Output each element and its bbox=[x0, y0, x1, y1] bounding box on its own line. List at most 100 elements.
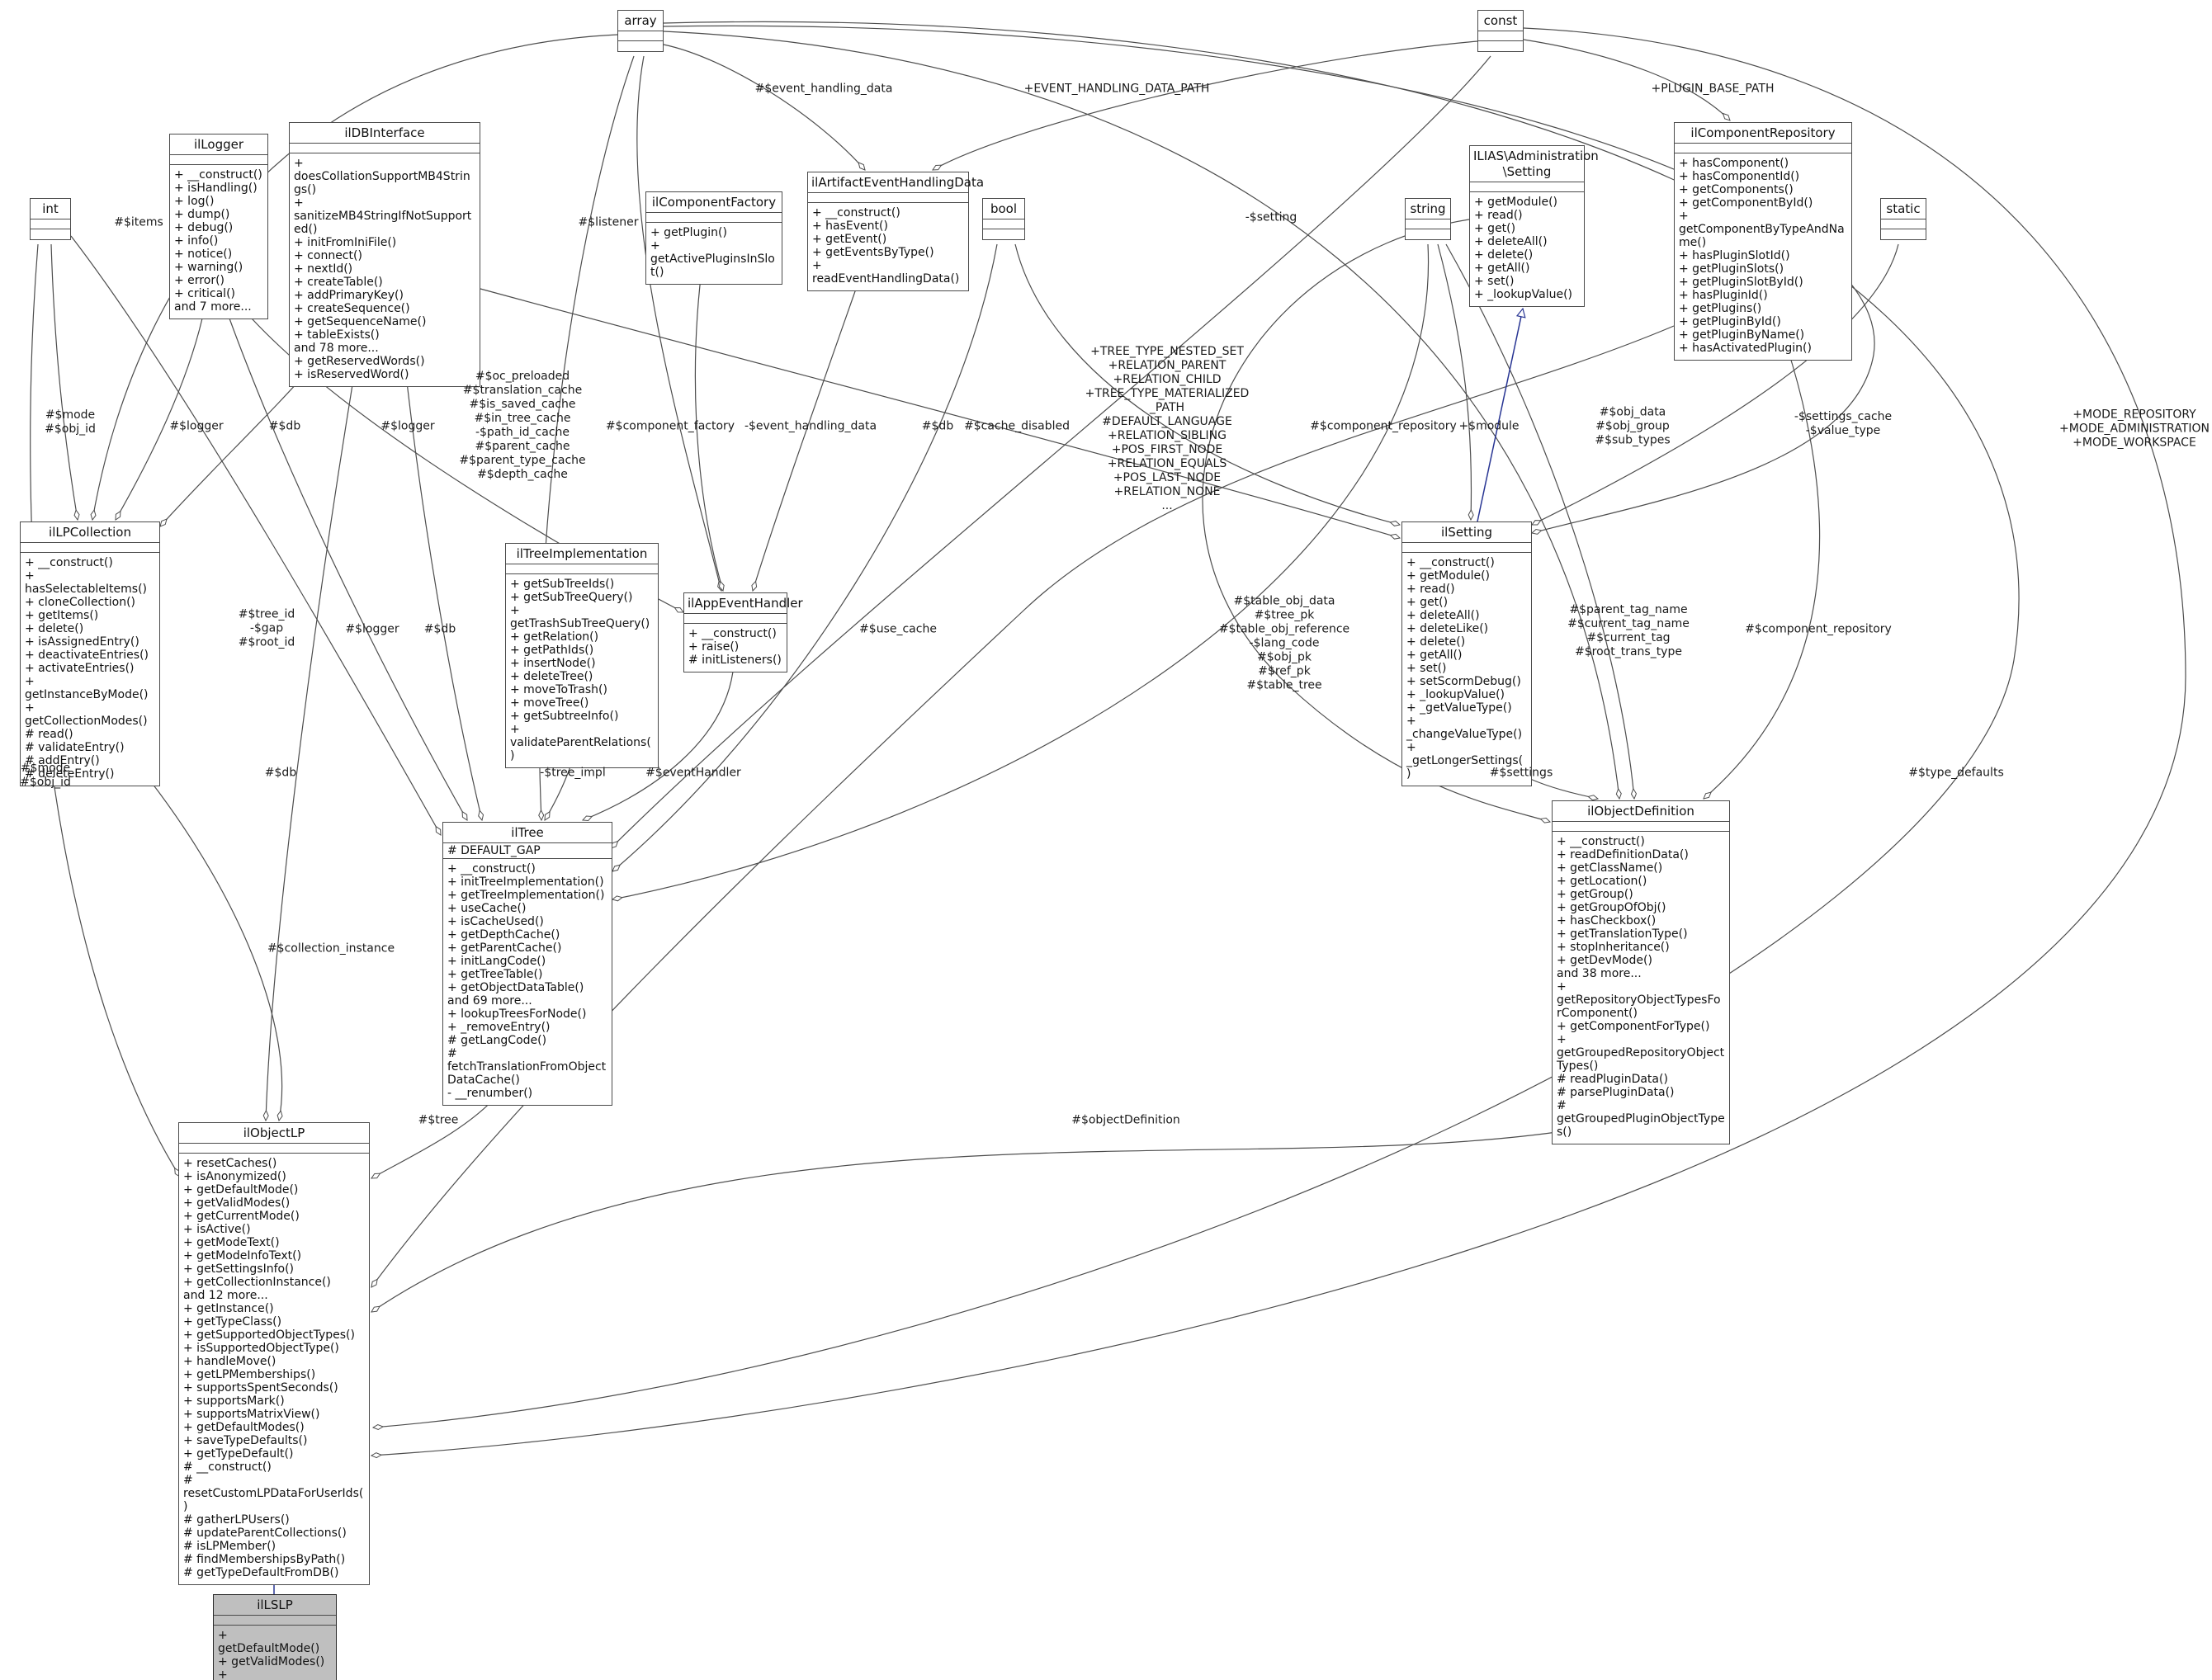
class-name-il-setting: ilSetting bbox=[1402, 522, 1531, 543]
method: + delete() bbox=[1406, 635, 1466, 649]
method: + _getLongerSettings() bbox=[1406, 741, 1524, 781]
method: + __construct() bbox=[812, 206, 900, 219]
class-il-component-factory[interactable]: ilComponentFactory+ getPlugin()+ getActi… bbox=[645, 191, 782, 285]
class-attrs-il-component-repository bbox=[1675, 144, 1851, 153]
method: + getPluginSlots() bbox=[1679, 262, 1784, 276]
class-il-tree[interactable]: ilTree# DEFAULT_GAP + __construct() + init… bbox=[442, 822, 612, 1106]
method: + _changeValueType() bbox=[1406, 715, 1523, 741]
class-array[interactable]: array bbox=[617, 10, 664, 52]
class-methods-ilias-administration-setting: + getModule()+ read()+ get()+ deleteAll(… bbox=[1470, 192, 1584, 306]
method: + __construct() bbox=[447, 862, 536, 875]
method: + getGroup() bbox=[1557, 888, 1633, 901]
class-name-il-artifact-event-handling-data: ilArtifactEventHandlingData bbox=[808, 172, 984, 193]
class-name-il-tree: ilTree bbox=[443, 823, 612, 843]
class-attrs-ilias-administration-setting bbox=[1470, 182, 1584, 192]
method: + getSupportedObjectTypes() bbox=[183, 1328, 355, 1342]
class-methods-il-component-repository: + hasComponent()+ hasComponentId()+ getC… bbox=[1675, 153, 1851, 360]
class-methods-il-tree-implementation: + getSubTreeIds()+ getSubTreeQuery()+ ge… bbox=[506, 574, 658, 767]
class-il-component-repository[interactable]: ilComponentRepository + hasComponent()+ h… bbox=[1674, 122, 1852, 361]
method: + moveToTrash() bbox=[510, 683, 607, 696]
class-il-app-event-handler[interactable]: ilAppEventHandler+ __construct()+ raise(… bbox=[683, 592, 803, 672]
class-int[interactable]: int bbox=[30, 198, 71, 240]
class-attrs-const bbox=[1478, 31, 1523, 41]
method: + getInstance() bbox=[183, 1302, 274, 1315]
edge-il-component-repository-to-il-object-definition bbox=[1704, 346, 1821, 799]
method: # addEntry() bbox=[25, 754, 100, 767]
edge-string-to-il-setting bbox=[1437, 243, 1472, 520]
class-methods-il-lslp: + getDefaultMode()+ getValidModes()+ get… bbox=[214, 1626, 336, 1680]
method: + initLangCode() bbox=[447, 955, 546, 968]
class-il-setting[interactable]: ilSetting+ __construct()+ getModule()+ r… bbox=[1401, 521, 1532, 786]
class-ilias-administration-setting[interactable]: ILIAS\Administration \Setting+ getModule… bbox=[1469, 145, 1599, 307]
class-name-array: array bbox=[618, 11, 663, 31]
method: + __construct() bbox=[25, 556, 113, 569]
method: + isAnonymized() bbox=[183, 1170, 286, 1183]
method: # initListeners() bbox=[688, 654, 782, 667]
method: + isAssignedEntry() bbox=[25, 635, 139, 649]
class-methods-il-object-lp: + resetCaches()+ isAnonymized()+ getDefa… bbox=[179, 1154, 369, 1584]
edge-il-setting-extends-ilias-administration-setting bbox=[1477, 309, 1523, 522]
edge-string-to-il-object-definition bbox=[1445, 243, 1634, 799]
class-attrs-il-app-event-handler bbox=[684, 614, 787, 624]
method: + getCollectionModes() bbox=[25, 701, 148, 728]
class-methods-int bbox=[31, 229, 70, 239]
method: + moveTree() bbox=[510, 696, 589, 710]
method: + getModule() bbox=[1474, 196, 1558, 209]
class-static[interactable]: static bbox=[1880, 198, 1926, 240]
method: + getPathIds() bbox=[510, 644, 594, 657]
method: + insertNode() bbox=[510, 657, 596, 670]
class-il-db-interface[interactable]: ilDBInterface + doesCollationSupportMB4St… bbox=[289, 122, 480, 387]
method: + hasActivatedPlugin() bbox=[1679, 342, 1812, 355]
class-methods-il-db-interface: + doesCollationSupportMB4Strings()+ sani… bbox=[290, 153, 480, 386]
method: + getGroupedRepositoryObjectTypes() bbox=[1557, 1033, 1725, 1073]
edge-il-db-interface-to-il-tree bbox=[404, 359, 482, 820]
method: # read() bbox=[25, 728, 73, 741]
method: # validateEntry() bbox=[25, 741, 125, 754]
class-attrs-il-tree: # DEFAULT_GAP bbox=[443, 843, 612, 859]
edge-bool-to-il-setting bbox=[1014, 243, 1400, 525]
class-il-artifact-event-handling-data[interactable]: ilArtifactEventHandlingData + __construct… bbox=[807, 172, 984, 291]
edge-ilias-administration-setting-to-il-object-definition bbox=[1202, 219, 1550, 822]
class-bool[interactable]: bool bbox=[982, 198, 1025, 240]
method: + getPlugins() bbox=[1679, 302, 1762, 315]
method: + getTranslationType() bbox=[1557, 927, 1688, 941]
method: + hasCheckbox() bbox=[1557, 914, 1657, 927]
class-name-il-component-repository: ilComponentRepository bbox=[1675, 123, 1851, 144]
edge-il-lp-collection-to-il-object-lp bbox=[121, 745, 282, 1121]
method: + deleteAll() bbox=[1406, 609, 1480, 622]
method: + hasComponentId() bbox=[1679, 170, 1800, 183]
class-attrs-il-db-interface bbox=[290, 144, 480, 153]
class-const[interactable]: const bbox=[1477, 10, 1524, 52]
class-attrs-int bbox=[31, 219, 70, 229]
class-attrs-il-logger bbox=[170, 155, 267, 165]
class-string[interactable]: string bbox=[1405, 198, 1451, 240]
class-name-bool: bool bbox=[983, 199, 1024, 219]
class-name-static: static bbox=[1881, 199, 1926, 219]
method: # getLangCode() bbox=[447, 1034, 547, 1047]
class-il-lp-collection[interactable]: ilLPCollection+ __construct()+ hasSelect… bbox=[20, 521, 160, 786]
method: # __construct() bbox=[183, 1461, 272, 1474]
method: + getLocation() bbox=[1557, 875, 1647, 888]
method: + critical() bbox=[174, 287, 235, 300]
method: + __construct() bbox=[1557, 835, 1645, 848]
method: + getModeInfoText() bbox=[183, 1249, 302, 1262]
class-il-object-lp[interactable]: ilObjectLP+ resetCaches()+ isAnonymized(… bbox=[178, 1122, 370, 1585]
method: + warning() bbox=[174, 261, 243, 274]
method: + activateEntries() bbox=[25, 662, 135, 675]
edge-il-component-repository-to-il-object-lp bbox=[371, 325, 1675, 1287]
edge-static-to-il-setting bbox=[1532, 243, 1899, 526]
class-il-tree-implementation[interactable]: ilTreeImplementation+ getSubTreeIds()+ g… bbox=[505, 543, 659, 768]
method: - __renumber() bbox=[447, 1087, 533, 1100]
class-il-lslp: ilLSLP+ getDefaultMode()+ getValidModes(… bbox=[213, 1594, 337, 1680]
class-il-object-definition[interactable]: ilObjectDefinition+ __construct()+ readD… bbox=[1552, 800, 1730, 1144]
method: + getEvent() bbox=[812, 233, 887, 246]
class-il-logger[interactable]: ilLogger+ __construct()+ isHandling()+ l… bbox=[169, 134, 268, 319]
class-methods-bool bbox=[983, 229, 1024, 239]
attribute: # DEFAULT_GAP bbox=[447, 844, 541, 857]
method: + stopInheritance() bbox=[1557, 941, 1670, 954]
method: + useCache() bbox=[447, 902, 527, 915]
method: + getGroupOfObj() bbox=[1557, 901, 1666, 914]
edge-il-tree-to-il-object-lp bbox=[371, 1093, 499, 1178]
method: + getDepthCache() bbox=[447, 928, 560, 941]
class-name-il-db-interface: ilDBInterface bbox=[290, 123, 480, 144]
